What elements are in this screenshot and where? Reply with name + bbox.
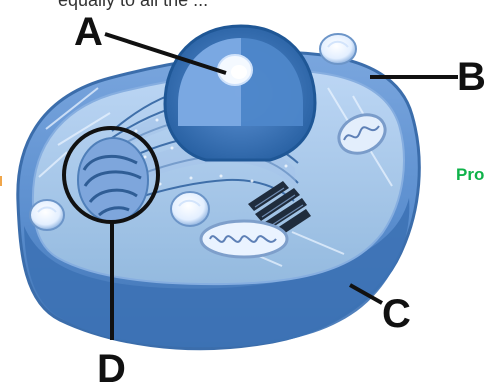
top-cropped-text: equally to all the ... <box>58 0 208 10</box>
side-cropped-text: Pro <box>456 165 484 184</box>
label-b: B <box>457 55 486 99</box>
left-edge-mark <box>0 176 2 186</box>
nucleus <box>165 26 315 160</box>
vesicle-left <box>30 200 64 230</box>
circled-organelle <box>78 138 148 222</box>
label-d: D <box>97 347 126 389</box>
mitochondrion-bottom <box>201 221 287 257</box>
vesicle-top-right <box>320 34 356 64</box>
vesicle-center <box>171 192 209 226</box>
label-a: A <box>74 10 103 54</box>
label-c: C <box>382 292 411 336</box>
